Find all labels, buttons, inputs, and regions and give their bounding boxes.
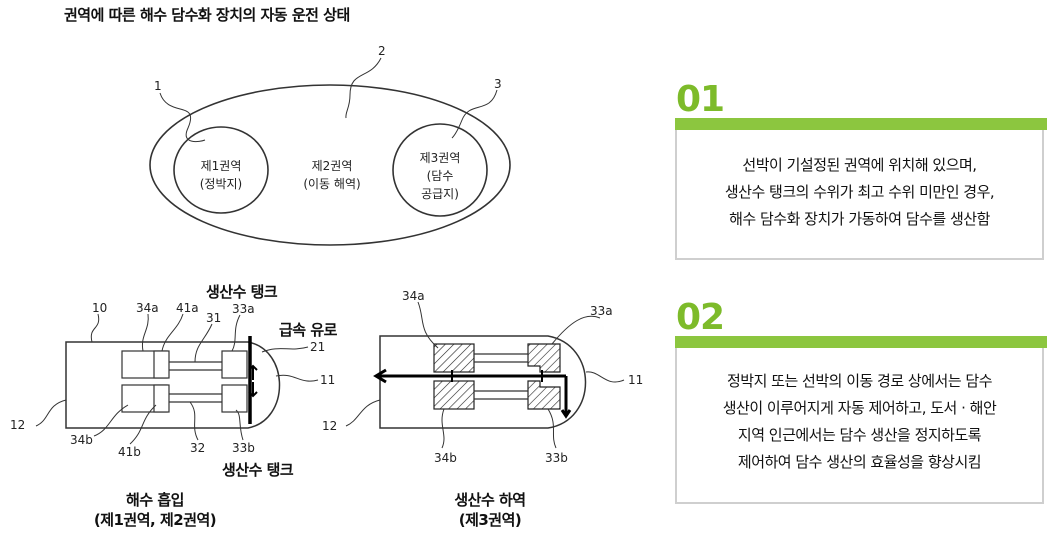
caption-left-line1: 해수 흡입 bbox=[126, 491, 184, 509]
ref-r-12: 12 bbox=[322, 419, 337, 433]
zone-2-ellipse bbox=[149, 84, 511, 246]
leader-l-33a bbox=[231, 314, 241, 352]
ref-l-33a: 33a bbox=[232, 302, 255, 316]
zone3-line3: 공급지) bbox=[421, 187, 459, 201]
panel2-line: 정박지 또는 선박의 이동 경로 상에서는 담수 bbox=[726, 372, 993, 390]
diagram-title: 권역에 따른 해수 담수화 장치의 자동 운전 상태 bbox=[64, 6, 350, 24]
panel1-accent-bar bbox=[675, 118, 1047, 130]
leader-l-41a bbox=[161, 313, 184, 352]
left-33b bbox=[221, 384, 248, 413]
panel1-number: 01 bbox=[676, 79, 725, 120]
ref-l-34a: 34a bbox=[136, 301, 159, 315]
leader-r-12 bbox=[345, 399, 381, 427]
panel2-number: 02 bbox=[676, 297, 725, 338]
zone3-line2: (담수 bbox=[427, 169, 454, 183]
leader-r-34a bbox=[417, 301, 439, 349]
panel1-line: 해수 담수화 장치가 가동하여 담수를 생산함 bbox=[729, 210, 990, 228]
ref-r-11: 11 bbox=[628, 373, 643, 387]
zone-1-ellipse bbox=[173, 126, 269, 214]
right-device-body bbox=[379, 335, 587, 429]
leader-l-32 bbox=[189, 401, 199, 441]
zone1-line2: (정박지) bbox=[200, 177, 242, 191]
zone3-line1: 제3권역 bbox=[420, 151, 461, 165]
leader-l-21 bbox=[261, 346, 309, 353]
leader-l-12 bbox=[35, 399, 67, 427]
ref-r-33b: 33b bbox=[545, 451, 568, 465]
leader-r-34b bbox=[441, 408, 445, 449]
label-rapid-flow: 급속 유로 bbox=[279, 321, 337, 339]
leader-1 bbox=[159, 92, 206, 143]
caption-right: 생산수 하역 (제3권역) bbox=[420, 490, 560, 530]
leader-r-33a bbox=[551, 315, 601, 345]
panel1-line: 선박이 기설정된 권역에 위치해 있으며, bbox=[742, 156, 977, 174]
zone1-line1: 제1권역 bbox=[201, 159, 242, 173]
leader-l-31 bbox=[194, 323, 213, 363]
zone-3-ellipse bbox=[392, 123, 488, 217]
label-product-tank-bottom: 생산수 탱크 bbox=[222, 461, 294, 479]
leader-l-33b bbox=[235, 409, 244, 441]
ref-l-33b: 33b bbox=[232, 441, 255, 455]
zone2-line1: 제2권역 bbox=[312, 159, 353, 173]
panel1-box: 선박이 기설정된 권역에 위치해 있으며, 생산수 탱크의 수위가 최고 수위 … bbox=[675, 130, 1044, 260]
left-arrow-up bbox=[248, 364, 258, 380]
right-34b bbox=[433, 380, 475, 410]
leader-3 bbox=[451, 89, 498, 139]
ref-l-11: 11 bbox=[320, 373, 335, 387]
ref-r-34b: 34b bbox=[434, 451, 457, 465]
leader-l-41b bbox=[129, 404, 157, 445]
right-33b bbox=[527, 380, 561, 410]
panel2-line: 지역 인근에서는 담수 생산을 정지하도록 bbox=[737, 426, 982, 444]
leader-l-34a bbox=[141, 313, 149, 352]
right-34a bbox=[433, 343, 475, 373]
right-flow-line bbox=[373, 368, 566, 384]
left-33a bbox=[221, 350, 248, 379]
panel1-line: 생산수 탱크의 수위가 최고 수위 미만인 경우, bbox=[724, 183, 995, 201]
zone2-line2: (이동 해역) bbox=[303, 177, 360, 191]
ref-r-34a: 34a bbox=[402, 289, 425, 303]
caption-right-line2: (제3권역) bbox=[458, 511, 522, 529]
ref-l-21: 21 bbox=[310, 340, 325, 354]
right-33a bbox=[527, 343, 561, 373]
left-41b bbox=[153, 384, 170, 413]
label-product-tank-top: 생산수 탱크 bbox=[206, 283, 278, 301]
zone-ref-3: 3 bbox=[494, 77, 502, 91]
leader-2 bbox=[345, 57, 382, 119]
left-41a bbox=[153, 350, 170, 379]
left-arrow-down bbox=[248, 382, 258, 398]
ref-l-10: 10 bbox=[92, 301, 107, 315]
ref-l-12: 12 bbox=[10, 418, 25, 432]
leader-r-11 bbox=[585, 371, 625, 383]
ref-l-32: 32 bbox=[190, 441, 205, 455]
ref-l-41a: 41a bbox=[176, 301, 199, 315]
panel2-accent-bar bbox=[675, 336, 1047, 348]
caption-left: 해수 흡입 (제1권역, 제2권역) bbox=[70, 490, 240, 530]
leader-l-34b bbox=[93, 404, 129, 437]
leader-l-11 bbox=[275, 374, 319, 382]
caption-right-line1: 생산수 하역 bbox=[454, 491, 526, 509]
panel2-line: 제어하여 담수 생산의 효율성을 향상시킴 bbox=[737, 453, 982, 471]
panel2-box: 정박지 또는 선박의 이동 경로 상에서는 담수 생산이 이루어지게 자동 제어… bbox=[675, 348, 1044, 504]
right-drain-line bbox=[560, 376, 572, 419]
caption-left-line2: (제1권역, 제2권역) bbox=[93, 511, 217, 529]
leader-r-33b bbox=[547, 408, 557, 449]
ref-l-31: 31 bbox=[206, 311, 221, 325]
ref-l-41b: 41b bbox=[118, 445, 141, 459]
zone-ref-1: 1 bbox=[154, 79, 162, 93]
left-device-body bbox=[65, 341, 281, 429]
leader-l-10 bbox=[90, 313, 100, 343]
ref-l-34b: 34b bbox=[70, 433, 93, 447]
zone-ref-2: 2 bbox=[378, 44, 386, 58]
ref-r-33a: 33a bbox=[590, 304, 613, 318]
panel2-line: 생산이 이루어지게 자동 제어하고, 도서 · 해안 bbox=[722, 399, 997, 417]
